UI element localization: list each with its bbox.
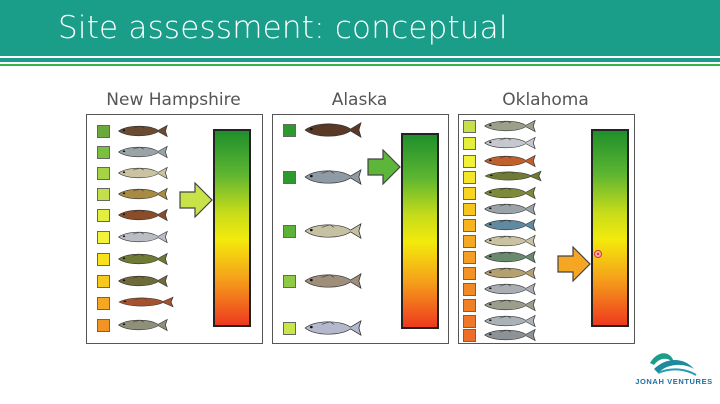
fish-icon	[118, 124, 168, 138]
fish-icon	[484, 298, 536, 312]
title-accent-divider	[0, 64, 720, 66]
score-square	[463, 329, 476, 342]
fish-icon	[304, 319, 362, 337]
fish-icon	[118, 166, 168, 180]
fish-icon	[304, 272, 362, 290]
pointer-dot-icon	[594, 250, 602, 258]
arrow-right-icon	[367, 149, 401, 185]
fish-icon	[484, 154, 536, 168]
fish-icon	[484, 202, 536, 216]
score-square	[283, 124, 296, 137]
score-square	[463, 299, 476, 312]
fish-icon	[484, 282, 536, 296]
score-square	[97, 231, 110, 244]
fish-icon	[484, 266, 536, 280]
fish-icon	[118, 145, 168, 159]
score-square	[463, 155, 476, 168]
score-square	[463, 283, 476, 296]
title-bar: Site assessment: conceptual	[0, 0, 720, 56]
score-square	[97, 275, 110, 288]
arrow-right-icon	[557, 246, 591, 282]
score-square	[97, 297, 110, 310]
fish-icon	[118, 252, 168, 266]
fish-icon	[118, 208, 168, 222]
panel-alaska	[272, 114, 449, 344]
score-square	[97, 319, 110, 332]
score-square	[463, 171, 476, 184]
score-square	[463, 219, 476, 232]
score-square	[463, 235, 476, 248]
score-square	[283, 275, 296, 288]
slide-title: Site assessment: conceptual	[58, 10, 508, 46]
fish-icon	[484, 250, 536, 264]
fish-icon	[484, 119, 536, 133]
score-square	[97, 125, 110, 138]
fish-icon	[484, 218, 536, 232]
quality-gradient-bar	[591, 129, 629, 327]
fish-icon	[484, 314, 536, 328]
panel-label-alaska: Alaska	[331, 90, 388, 110]
fish-icon	[484, 136, 536, 150]
score-square	[97, 188, 110, 201]
arrow-right-icon	[179, 182, 213, 218]
fish-icon	[484, 328, 536, 342]
score-square	[97, 167, 110, 180]
score-square	[463, 120, 476, 133]
panel-new-hampshire	[86, 114, 263, 344]
score-square	[283, 322, 296, 335]
score-square	[463, 187, 476, 200]
jonah-ventures-logo-icon	[650, 353, 697, 376]
fish-icon	[304, 168, 362, 186]
eel-icon	[484, 170, 542, 182]
score-square	[463, 251, 476, 264]
score-square	[283, 225, 296, 238]
quality-gradient-bar	[213, 129, 251, 327]
fish-icon	[118, 230, 168, 244]
fish-icon	[118, 318, 168, 332]
score-square	[97, 253, 110, 266]
score-square	[97, 146, 110, 159]
quality-gradient-bar	[401, 133, 439, 329]
score-square	[283, 171, 296, 184]
fish-icon	[118, 274, 168, 288]
score-square	[463, 267, 476, 280]
score-square	[463, 203, 476, 216]
fish-icon	[484, 234, 536, 248]
panel-oklahoma	[458, 114, 635, 344]
panel-label-oklahoma: Oklahoma	[502, 90, 589, 110]
title-divider	[0, 58, 720, 62]
fish-icon	[304, 121, 362, 139]
score-square	[97, 209, 110, 222]
fish-icon	[304, 222, 362, 240]
score-square	[463, 315, 476, 328]
panel-label-new-hampshire: New Hampshire	[106, 90, 241, 110]
fish-icon	[118, 187, 168, 201]
score-square	[463, 137, 476, 150]
eel-icon	[118, 296, 174, 308]
fish-icon	[484, 186, 536, 200]
logo-text: JONAH VENTURES	[635, 377, 713, 386]
